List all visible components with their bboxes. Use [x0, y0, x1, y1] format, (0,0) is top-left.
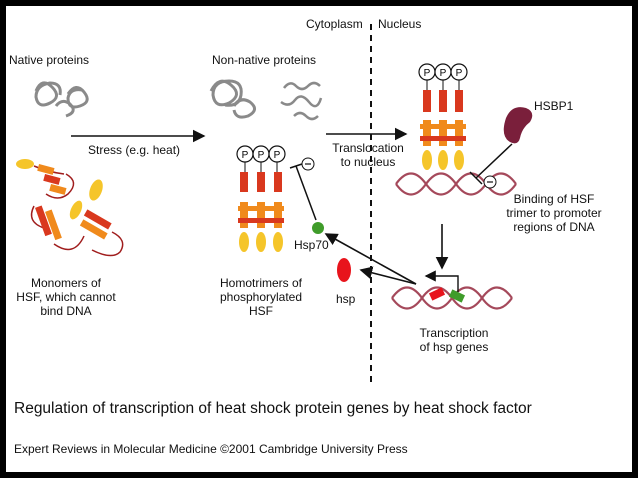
hsp-molecule — [337, 258, 351, 282]
hsp-label: hsp — [336, 292, 356, 306]
svg-text:P: P — [274, 150, 281, 161]
non-native-proteins-label: Non-native proteins — [212, 53, 317, 67]
hsbp1-molecule — [503, 107, 533, 144]
hsf-monomers — [16, 159, 124, 257]
hsp70-label: Hsp70 — [294, 238, 329, 252]
stress-label: Stress (e.g. heat) — [88, 143, 181, 157]
hsf-homotrimer-cytoplasm: P P P — [236, 145, 286, 252]
hsp70-molecule — [312, 222, 324, 234]
hsbp1-label: HSBP1 — [534, 99, 574, 113]
dna-promoter — [395, 172, 517, 196]
hsp-gene-green-segment — [448, 289, 466, 303]
diagram-canvas: P P P — [6, 6, 632, 472]
svg-text:P: P — [456, 68, 463, 79]
svg-text:P: P — [258, 150, 265, 161]
hsp70-inhibition-line — [289, 163, 317, 221]
figure-caption: Regulation of transcription of heat shoc… — [14, 400, 532, 417]
to-hsp-arrow — [359, 266, 417, 285]
binding-label: Binding of HSF trimer to promoter region… — [506, 192, 602, 234]
homotrimers-label: Homotrimers of phosphorylated HSF — [219, 276, 303, 318]
to-hsp70-arrow — [324, 233, 417, 285]
hsbp1-inhibition-line — [469, 143, 513, 185]
transcription-start-arrow — [424, 270, 459, 292]
figure-credit: Expert Reviews in Molecular Medicine ©20… — [14, 442, 408, 456]
diagram-graphics: P P P — [16, 24, 533, 384]
hsp-gene-red-segment — [428, 287, 446, 301]
svg-text:P: P — [242, 150, 249, 161]
hsf-trimer-nucleus: P P P — [418, 63, 468, 170]
native-proteins-label: Native proteins — [9, 53, 90, 67]
transcription-label: Transcription of hsp genes — [419, 326, 489, 354]
svg-text:P: P — [424, 68, 431, 79]
native-protein-tangles — [34, 81, 89, 118]
non-native-protein-clumps — [209, 79, 323, 121]
svg-text:P: P — [440, 68, 447, 79]
nucleus-label: Nucleus — [378, 17, 422, 31]
translocation-label: Translocation to nucleus — [332, 141, 404, 169]
cytoplasm-label: Cytoplasm — [306, 17, 363, 31]
monomers-label: Monomers of HSF, which cannot bind DNA — [16, 276, 116, 318]
